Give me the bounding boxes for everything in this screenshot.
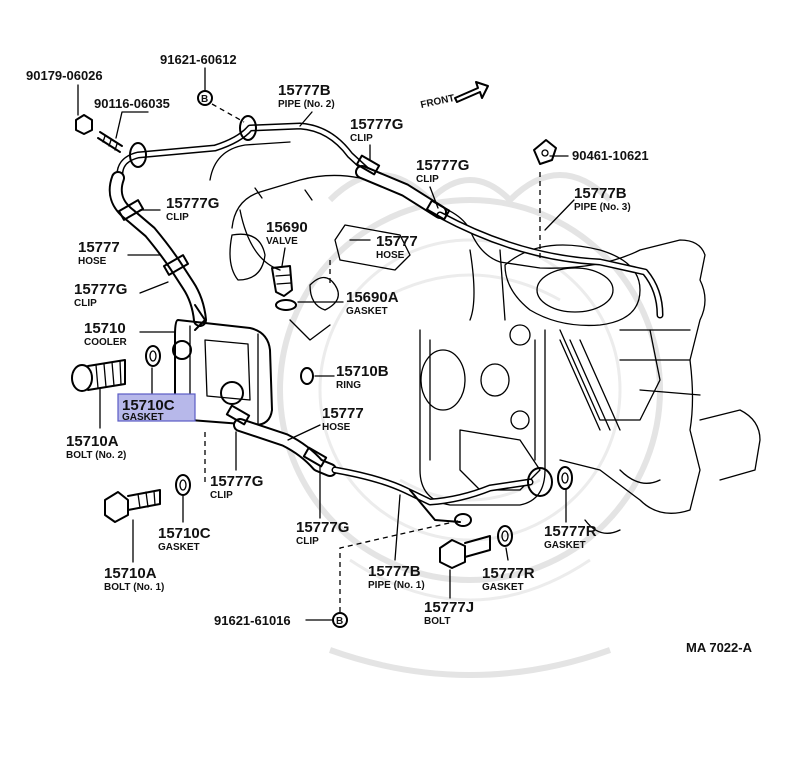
front-arrow: FRONT (420, 81, 489, 111)
callout-15690-sub: VALVE (266, 236, 298, 247)
front-label: FRONT (420, 93, 456, 111)
callout-15777g-e: 15777G (210, 473, 263, 490)
callout-90179-06026: 90179-06026 (26, 68, 103, 83)
callout-90116-06035: 90116-06035 (94, 96, 170, 111)
callout-15710c-lower: 15710C (158, 525, 211, 542)
callout-15777j-sub: BOLT (424, 616, 450, 627)
callout-15710b-sub: RING (336, 380, 361, 391)
callout-15710c-lower-sub: GASKET (158, 542, 200, 553)
marker-b-top-letter: B (201, 94, 208, 105)
callout-15777r-right: 15777R (544, 523, 597, 540)
callout-15777g-c: 15777G (416, 157, 469, 174)
bolt-90179 (75, 114, 93, 135)
pipe-no1 (331, 466, 553, 527)
callout-15777-hose-c-sub: HOSE (322, 422, 351, 433)
bolt-15777j (439, 535, 491, 569)
callout-15690a: 15690A (346, 289, 399, 306)
callout-90461-10621: 90461-10621 (572, 148, 649, 163)
callout-15777b-no2: 15777B (278, 82, 331, 99)
clips-upper (117, 154, 451, 276)
gasket-right (497, 466, 573, 547)
callout-15777g-a: 15777G (350, 116, 403, 133)
gasket-lower (175, 474, 191, 496)
callout-15710a-no2-sub: BOLT (No. 2) (66, 450, 126, 461)
callout-15777g-b-sub: CLIP (166, 212, 189, 223)
callout-15710a-no1-sub: BOLT (No. 1) (104, 582, 164, 593)
hose-lower (225, 404, 337, 477)
callout-91621-60612: 91621-60612 (160, 52, 237, 67)
callout-15710a-no1: 15710A (104, 565, 157, 582)
callout-15777-hose-a-sub: HOSE (376, 250, 405, 261)
callout-15777b-no2-sub: PIPE (No. 2) (278, 99, 335, 110)
callout-15690a-sub: GASKET (346, 306, 388, 317)
marker-b-top: B (197, 90, 213, 106)
callout-15777g-e-sub: CLIP (210, 490, 233, 501)
dashed-lines (204, 103, 541, 612)
callout-15777b-no3: 15777B (574, 185, 627, 202)
callout-15710-sub: COOLER (84, 337, 128, 348)
clamp-90461 (533, 139, 557, 165)
callout-15777-hose-c: 15777 (322, 405, 364, 422)
callout-15777b-no1-sub: PIPE (No. 1) (368, 580, 425, 591)
hose-upper-left (108, 171, 207, 327)
callout-15710c-highlight: 15710C (122, 397, 175, 414)
callout-15777g-a-sub: CLIP (350, 133, 373, 144)
bolt-90116 (97, 131, 123, 153)
callout-15690: 15690 (266, 219, 308, 236)
callout-15777g-d-sub: CLIP (74, 298, 97, 309)
callout-15777r-lower: 15777R (482, 565, 535, 582)
leader-lines (77, 67, 575, 621)
callout-15777-hose-a: 15777 (376, 233, 418, 250)
callout-15710a-no2: 15710A (66, 433, 119, 450)
pipe-no2 (116, 115, 379, 182)
callout-15777r-lower-sub: GASKET (482, 582, 524, 593)
hose-upper-right (355, 165, 664, 319)
callout-15777-hose-b: 15777 (78, 239, 120, 256)
callout-15710b: 15710B (336, 363, 389, 380)
ring-15710b (300, 367, 314, 385)
marker-b-bottom-letter: B (336, 616, 343, 627)
callout-15777g-c-sub: CLIP (416, 174, 439, 185)
highlight-box (117, 393, 196, 422)
bolt-no2 (71, 359, 126, 392)
callout-15777g-f: 15777G (296, 519, 349, 536)
gasket-upper (145, 345, 161, 367)
reference-code: MA 7022-A (686, 640, 753, 655)
callout-15777b-no1: 15777B (368, 563, 421, 580)
callout-15710c-highlight-sub: GASKET (122, 412, 164, 423)
callout-15777b-no3-sub: PIPE (No. 3) (574, 202, 631, 213)
callout-15777g-b: 15777G (166, 195, 219, 212)
bolt-no1 (104, 489, 161, 523)
callout-15777-hose-b-sub: HOSE (78, 256, 107, 267)
callout-15777r-right-sub: GASKET (544, 540, 586, 551)
watermark-emblem (277, 172, 663, 678)
marker-b-bottom: B (332, 612, 348, 628)
callout-15777j: 15777J (424, 599, 474, 616)
callout-91621-61016: 91621-61016 (214, 613, 291, 628)
callout-labels: 90179-06026 91621-60612 90116-06035 1577… (26, 52, 753, 655)
valve-15690 (271, 265, 297, 311)
callout-15710: 15710 (84, 320, 126, 337)
callout-15777g-d: 15777G (74, 281, 127, 298)
callout-15777g-f-sub: CLIP (296, 536, 319, 547)
engine-block (209, 141, 761, 534)
